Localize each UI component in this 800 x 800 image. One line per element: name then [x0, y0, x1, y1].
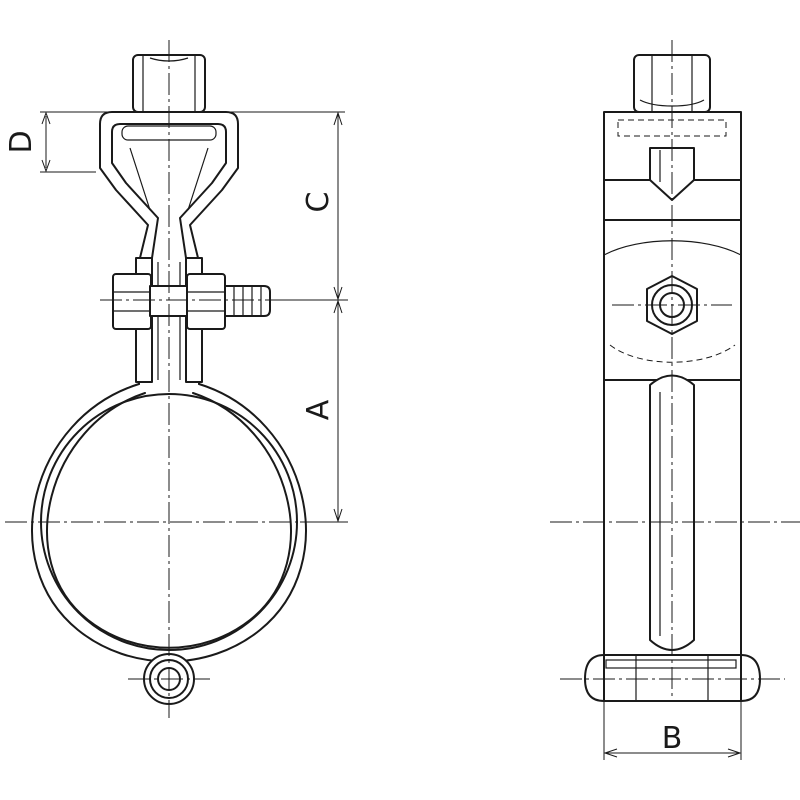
- dimension-label-d: D: [4, 130, 39, 153]
- side-center-lines: [550, 40, 800, 700]
- dimension-label-c: C: [301, 192, 336, 213]
- side-dimensions: [603, 702, 742, 760]
- front-view: D C A: [4, 40, 348, 718]
- dimension-label-b: B: [662, 721, 683, 756]
- front-dimensions: [40, 111, 348, 523]
- side-view: B: [550, 40, 800, 760]
- dimension-label-a: A: [301, 399, 336, 420]
- front-center-lines: [5, 40, 330, 718]
- clamp-bolt: [112, 257, 271, 383]
